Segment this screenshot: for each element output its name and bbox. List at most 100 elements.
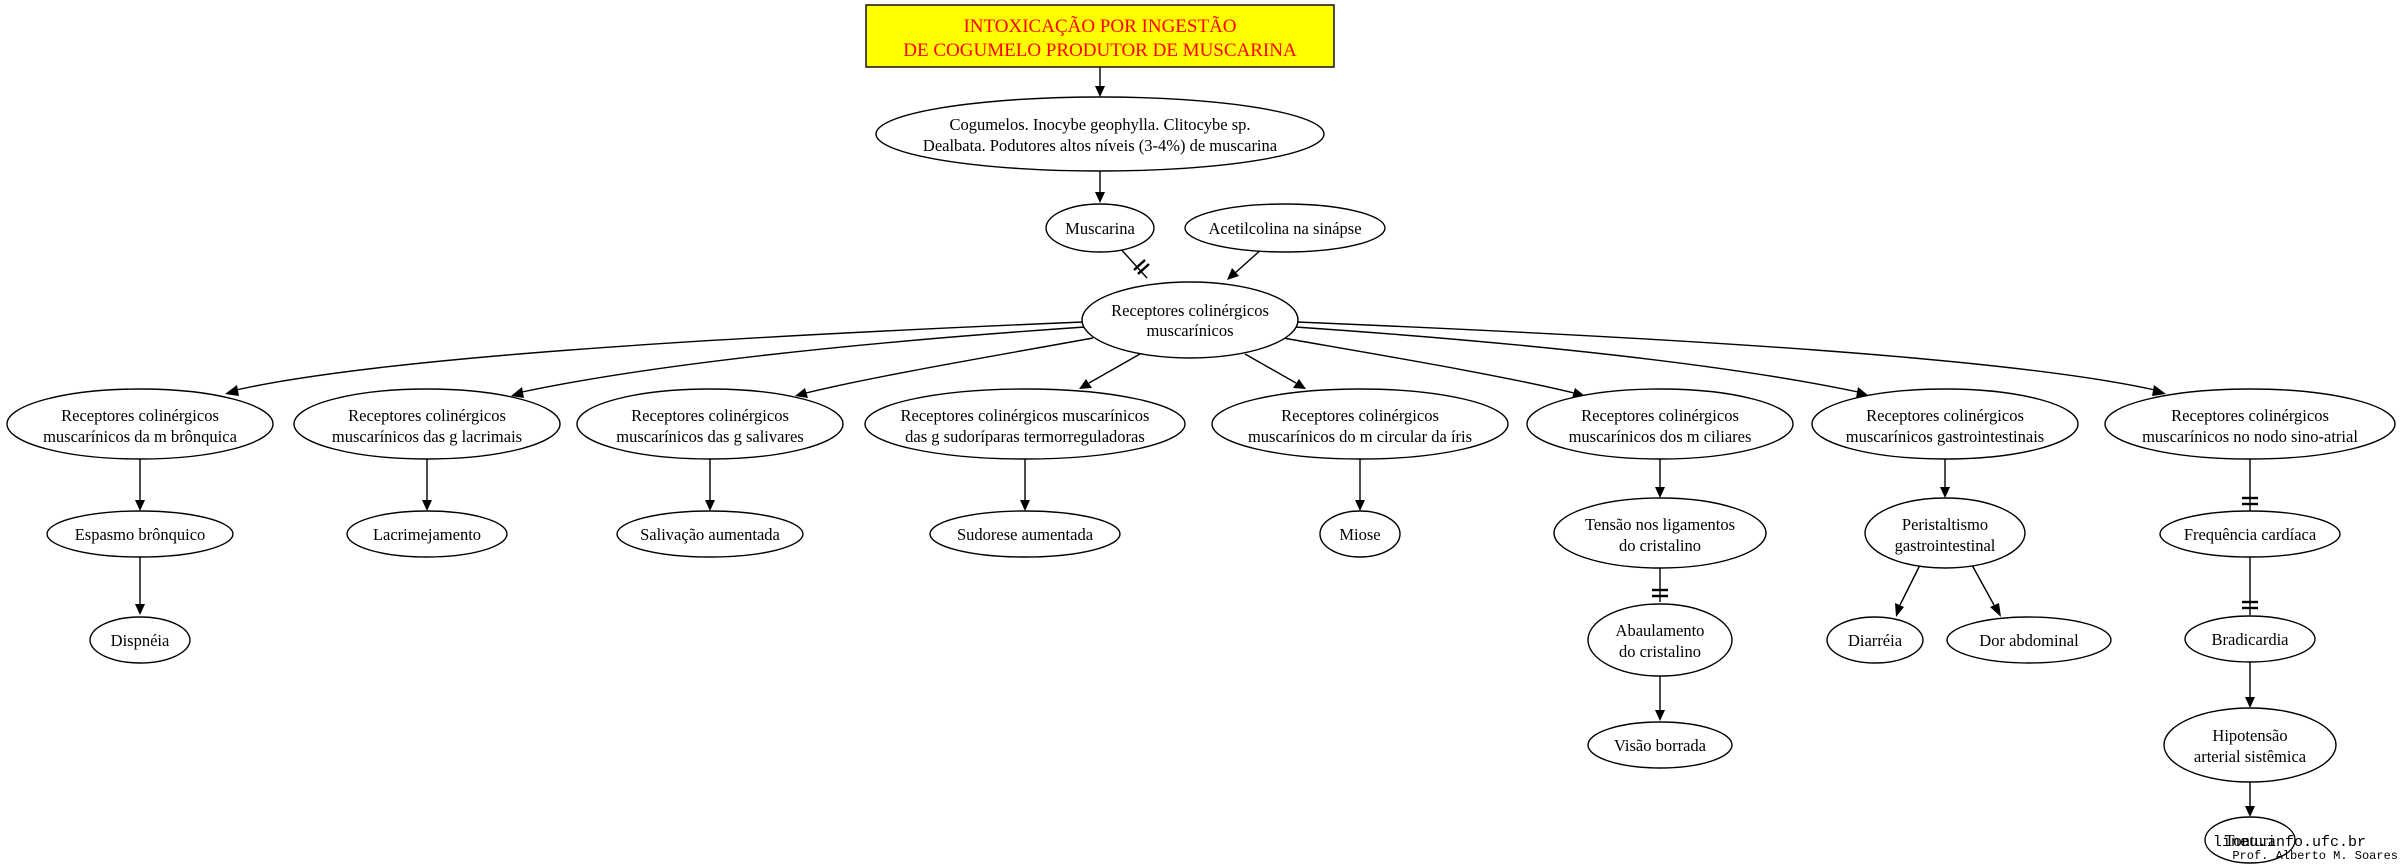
node-line-2: arterial sistêmica [2194,747,2307,766]
node-ellipse [1184,203,1386,253]
arrowhead [2152,385,2166,396]
edge-receptores-to-bronquica [235,321,1084,391]
arrowhead [1227,268,1239,280]
node-line-2: muscarínicos gastrointestinais [1846,427,2044,446]
arrowhead [135,500,145,511]
arrowhead [1095,192,1105,203]
nodes: INTOXICAÇÃO POR INGESTÃO DE COGUMELO PRO… [6,4,2396,864]
node-bradicardia: Bradicardia [2184,615,2316,663]
node-line-1: Cogumelos. Inocybe geophylla. Clitocybe … [949,115,1250,134]
node-ellipse [46,510,234,558]
node-lacrimejamento: Lacrimejamento [346,510,508,558]
node-rec-bronquica: Receptores colinérgicos muscarínicos da … [6,388,274,460]
arrowhead [1020,500,1030,511]
node-ellipse [929,510,1121,558]
node-line-1: Receptores colinérgicos [1866,406,2024,425]
edge-peristaltismo-to-dor [1971,564,1995,606]
node-rec-lacrimais: Receptores colinérgicos muscarínicos das… [293,388,561,460]
credit-site: lineu.info.ufc.br [2213,834,2366,851]
node-label: Diarréia [1848,631,1903,650]
node-line-1: Receptores colinérgicos [1111,301,1269,320]
node-ellipse [616,510,804,558]
node-rec-gastro: Receptores colinérgicos muscarínicos gas… [1811,388,2079,460]
arrowhead [1940,487,1950,498]
node-sudorese: Sudorese aumentada [929,510,1121,558]
node-ellipse [1946,616,2112,664]
node-ellipse [1587,603,1733,677]
node-ellipse [1081,281,1299,359]
credit-author: Prof. Alberto M. Soares [2232,849,2398,863]
credits: lineu.info.ufc.br Prof. Alberto M. Soare… [2213,834,2398,863]
node-cogumelos: Cogumelos. Inocybe geophylla. Clitocybe … [875,96,1325,172]
node-line-2: das g sudoríparas termorreguladoras [905,427,1145,446]
node-rec-sudoriparas: Receptores colinérgicos muscarínicos das… [864,388,1186,460]
node-dor: Dor abdominal [1946,616,2112,664]
arrowhead [225,385,239,396]
node-line-2: do cristalino [1619,536,1701,555]
node-ellipse [89,616,191,664]
node-ellipse [2163,707,2337,783]
edge-receptores-to-sudoriparas [1088,353,1141,384]
edge-receptores-to-ciliares [1282,337,1575,394]
node-rec-iris: Receptores colinérgicos muscarínicos do … [1211,388,1509,460]
node-ellipse [1811,388,2079,460]
node-line-2: muscarínicos [1146,321,1233,340]
arrowhead [1355,500,1365,511]
node-label: Tontura [2224,831,2276,850]
title-node: INTOXICAÇÃO POR INGESTÃO DE COGUMELO PRO… [865,4,1335,68]
arrowhead [511,387,524,398]
node-salivacao: Salivação aumentada [616,510,804,558]
node-line-2: muscarínicos do m circular da íris [1248,427,1472,446]
node-abaulamento: Abaulamento do cristalino [1587,603,1733,677]
node-ellipse [875,96,1325,172]
arrowhead [422,500,432,511]
node-rec-salivares: Receptores colinérgicos muscarínicos das… [576,388,844,460]
arrowhead [1655,710,1665,721]
node-line-2: do cristalino [1619,642,1701,661]
node-label: Miose [1339,525,1380,544]
edges [135,67,2258,817]
node-dispneia: Dispnéia [89,616,191,664]
node-ellipse [293,388,561,460]
arrowhead [1079,379,1092,389]
node-line-1: Tensão nos ligamentos [1585,515,1735,534]
edge-acetilcolina-to-receptores [1234,247,1264,274]
arrowhead [2245,806,2255,817]
node-ellipse [1864,497,2026,569]
title-line-1: INTOXICAÇÃO POR INGESTÃO [963,15,1236,37]
node-ellipse [1211,388,1509,460]
node-line-1: Receptores colinérgicos [2171,406,2329,425]
arrowhead [1655,487,1665,498]
node-muscarina: Muscarina [1045,203,1155,253]
node-frequencia: Frequência cardíaca [2159,510,2341,558]
node-line-2: muscarínicos no nodo sino-atrial [2142,427,2358,446]
arrowhead [1293,379,1306,389]
node-ellipse [1553,497,1767,569]
node-tensao: Tensão nos ligamentos do cristalino [1553,497,1767,569]
arrowhead [795,388,808,398]
node-ellipse [576,388,844,460]
node-ellipse [6,388,274,460]
node-label: Acetilcolina na sinápse [1208,219,1361,238]
title-box [865,4,1335,68]
node-label: Lacrimejamento [373,525,481,544]
node-label: Salivação aumentada [640,525,780,544]
node-line-1: Receptores colinérgicos [1281,406,1439,425]
arrowhead [1895,603,1904,617]
node-rec-ciliares: Receptores colinérgicos muscarínicos dos… [1526,388,1794,460]
node-rec-sinoatrial: Receptores colinérgicos muscarínicos no … [2104,388,2396,460]
node-ellipse [2204,816,2296,864]
node-line-2: gastrointestinal [1895,536,1996,555]
node-line-1: Hipotensão [2212,726,2287,745]
node-ellipse [1826,616,1924,664]
node-line-2: Dealbata. Podutores altos níveis (3-4%) … [923,136,1278,155]
node-line-1: Receptores colinérgicos [1581,406,1739,425]
node-line-1: Receptores colinérgicos [61,406,219,425]
node-ellipse [1526,388,1794,460]
title-line-2: DE COGUMELO PRODUTOR DE MUSCARINA [903,40,1297,61]
node-espasmo: Espasmo brônquico [46,510,234,558]
arrowhead [705,500,715,511]
double-bar-marker [1137,263,1150,275]
node-line-1: Receptores colinérgicos muscarínicos [901,406,1150,425]
node-label: Espasmo brônquico [75,525,206,544]
